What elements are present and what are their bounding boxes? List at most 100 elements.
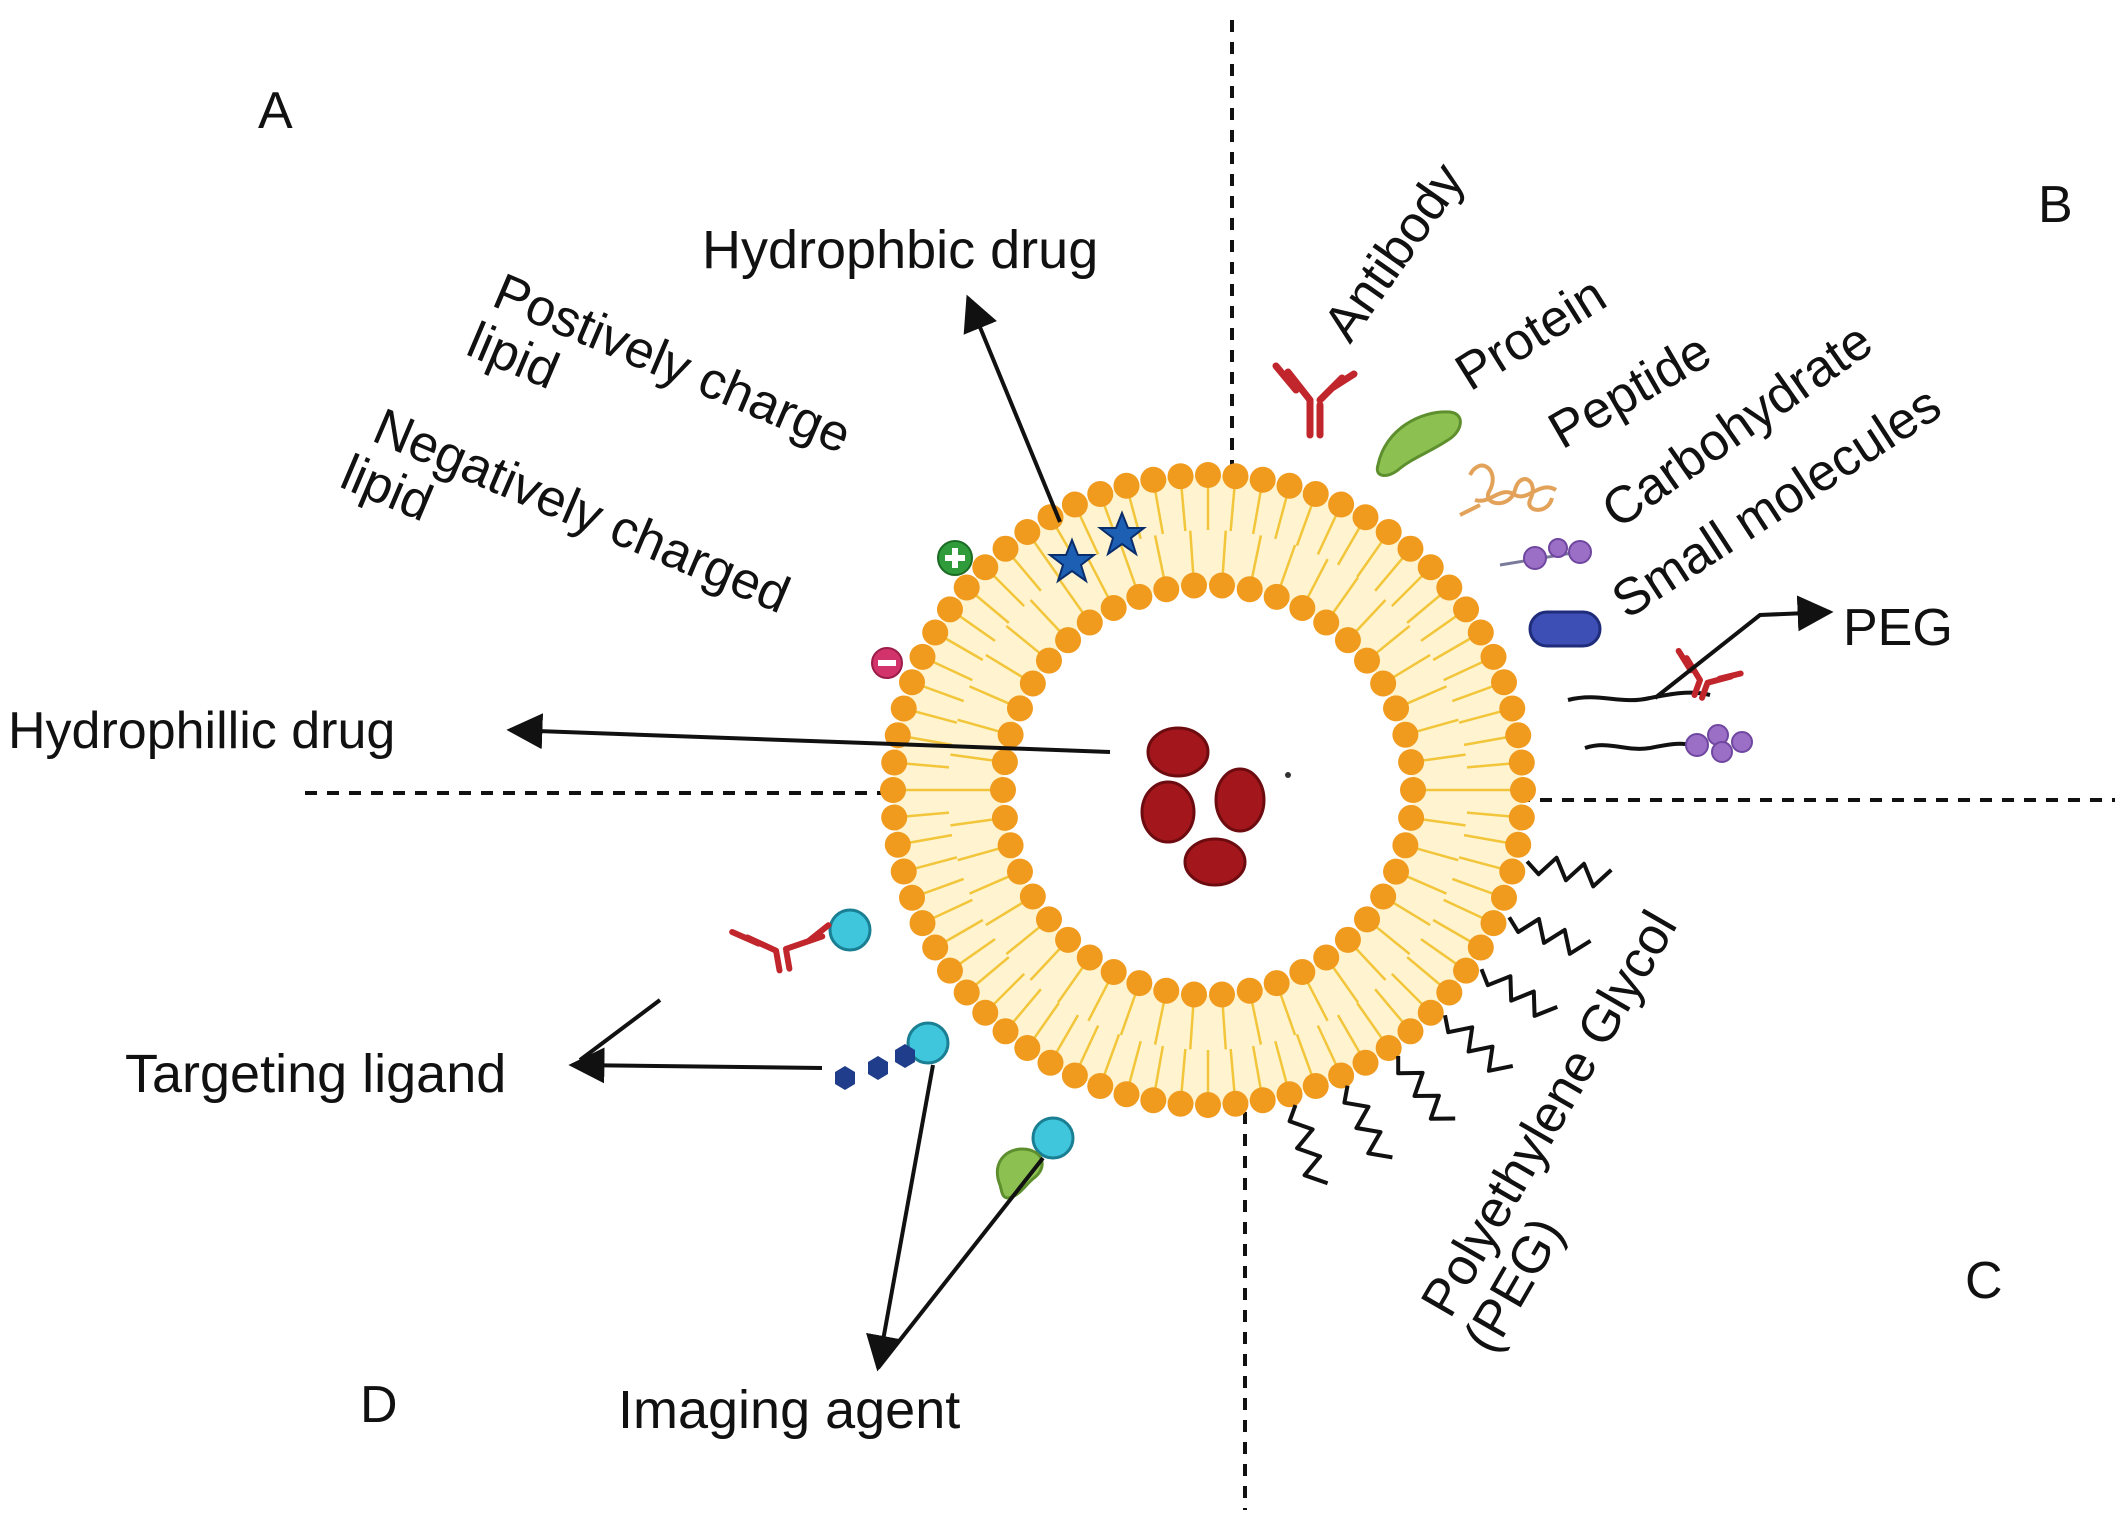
lipid-tail bbox=[1005, 925, 1041, 956]
lipid-tail bbox=[1012, 988, 1042, 1023]
lipid-head bbox=[1480, 910, 1507, 937]
antibody-icon bbox=[1272, 362, 1358, 439]
lipid-head bbox=[1354, 906, 1381, 933]
lipid-head bbox=[1313, 944, 1340, 971]
label-targeting-ligand: Targeting ligand bbox=[125, 1044, 506, 1104]
lipid-tail bbox=[1057, 966, 1084, 1004]
lipid-head bbox=[991, 804, 1018, 831]
star-icon bbox=[1097, 510, 1147, 557]
lipid-tail bbox=[1189, 1006, 1195, 1050]
star-icon bbox=[1047, 537, 1097, 584]
lipid-head bbox=[1354, 647, 1381, 674]
protein-icon bbox=[1375, 410, 1462, 477]
lipid-tail bbox=[1029, 599, 1061, 633]
lipid-tail bbox=[1406, 875, 1447, 895]
lipid-head bbox=[1383, 858, 1410, 885]
arrow-imaging-agent-b bbox=[876, 1156, 1045, 1370]
peg-chain bbox=[1479, 968, 1559, 1018]
lipid-head bbox=[1153, 576, 1180, 603]
lipid-tail bbox=[1406, 685, 1447, 705]
lipid-head bbox=[1100, 959, 1127, 986]
lipid-head bbox=[1055, 926, 1082, 953]
lipid-head bbox=[1467, 619, 1494, 646]
hydrophilic-drug-particles bbox=[1140, 726, 1291, 887]
lipid-tail bbox=[906, 811, 950, 818]
lipid-tail bbox=[1306, 558, 1329, 598]
carbohydrate-icon bbox=[1685, 724, 1753, 763]
arrow-targeting-ligand-b bbox=[568, 1047, 823, 1084]
lipid-head bbox=[972, 999, 999, 1026]
lipid-tail bbox=[1420, 938, 1457, 965]
lipid-tail bbox=[1458, 856, 1501, 870]
lipid-head bbox=[909, 910, 936, 937]
peg-chain bbox=[1507, 916, 1592, 956]
lipid-head bbox=[1195, 462, 1221, 488]
lipid-head bbox=[936, 596, 963, 623]
lipid-head bbox=[1436, 979, 1463, 1006]
carbohydrate-icon bbox=[1499, 538, 1592, 570]
lipid-head bbox=[1328, 491, 1355, 518]
lipid-tail bbox=[1316, 514, 1338, 555]
lipid-tail bbox=[932, 660, 973, 682]
lipid-tail bbox=[1356, 1002, 1383, 1039]
lipid-tail bbox=[1443, 898, 1484, 920]
lipid-tail bbox=[1087, 982, 1110, 1022]
label-peg: PEG bbox=[1843, 599, 1953, 657]
lipid-tail bbox=[992, 972, 1026, 1006]
lipid-tail bbox=[1005, 624, 1041, 655]
label-antibody: Antibody bbox=[1312, 153, 1476, 352]
lipid-tail bbox=[915, 710, 958, 724]
lipid-head bbox=[1208, 981, 1235, 1008]
lipid-tail bbox=[1420, 615, 1457, 642]
dot bbox=[1285, 772, 1291, 778]
lipid-head bbox=[909, 643, 936, 670]
negative-charge-icon bbox=[871, 647, 903, 679]
lipid-tail bbox=[1332, 576, 1359, 614]
quadrant-label-b: B bbox=[2038, 176, 2073, 234]
liposome bbox=[880, 462, 1536, 1118]
lipid-head bbox=[1398, 804, 1425, 831]
lipid-tail bbox=[1153, 535, 1166, 578]
lipid-head bbox=[1453, 957, 1480, 984]
lipid-tail bbox=[1463, 736, 1507, 747]
lipid-tail bbox=[1458, 710, 1501, 724]
lipid-tail bbox=[969, 875, 1010, 895]
lipid-head bbox=[881, 804, 908, 831]
lipid-tail bbox=[975, 594, 1010, 624]
lipid-tail bbox=[1103, 1033, 1121, 1076]
lipid-tail bbox=[1279, 544, 1297, 586]
arrow-imaging-agent-a bbox=[866, 1064, 935, 1372]
lipid-tail bbox=[1356, 541, 1383, 578]
lipid-tail bbox=[1463, 833, 1507, 844]
peg-chain bbox=[1525, 855, 1613, 889]
arrows bbox=[506, 294, 1834, 1372]
lipid-head bbox=[991, 749, 1018, 776]
lipid-head bbox=[1276, 472, 1303, 499]
imaging-bead-icon bbox=[828, 908, 1075, 1160]
lipid-tail bbox=[932, 898, 973, 920]
lipid-head bbox=[1014, 518, 1041, 545]
lipid-head bbox=[1019, 670, 1046, 697]
lipid-head bbox=[881, 749, 908, 776]
lipid-tail bbox=[1251, 491, 1262, 535]
lipid-tail bbox=[1153, 1002, 1166, 1045]
lipid-head bbox=[898, 884, 925, 911]
lipid-head bbox=[953, 979, 980, 1006]
lipid-head bbox=[1055, 627, 1082, 654]
lipid-tail bbox=[1274, 1040, 1288, 1083]
lipid-tail bbox=[950, 818, 994, 827]
lipid-tail bbox=[909, 736, 953, 747]
lipid-head bbox=[1436, 574, 1463, 601]
lipid-head bbox=[1087, 480, 1114, 507]
lipid-tail bbox=[1055, 1014, 1080, 1054]
lipid-tail bbox=[1422, 753, 1466, 762]
lipid-head bbox=[1289, 594, 1316, 621]
lipid-head bbox=[1014, 1035, 1041, 1062]
lipid-tail bbox=[1221, 1006, 1227, 1050]
lipid-head bbox=[1352, 1049, 1379, 1076]
lipid-head bbox=[1453, 596, 1480, 623]
lipid-tail bbox=[915, 856, 958, 870]
small-molecule-icon bbox=[1528, 610, 1602, 648]
lipid-head bbox=[1508, 804, 1535, 831]
lipid-head bbox=[1167, 1090, 1194, 1117]
